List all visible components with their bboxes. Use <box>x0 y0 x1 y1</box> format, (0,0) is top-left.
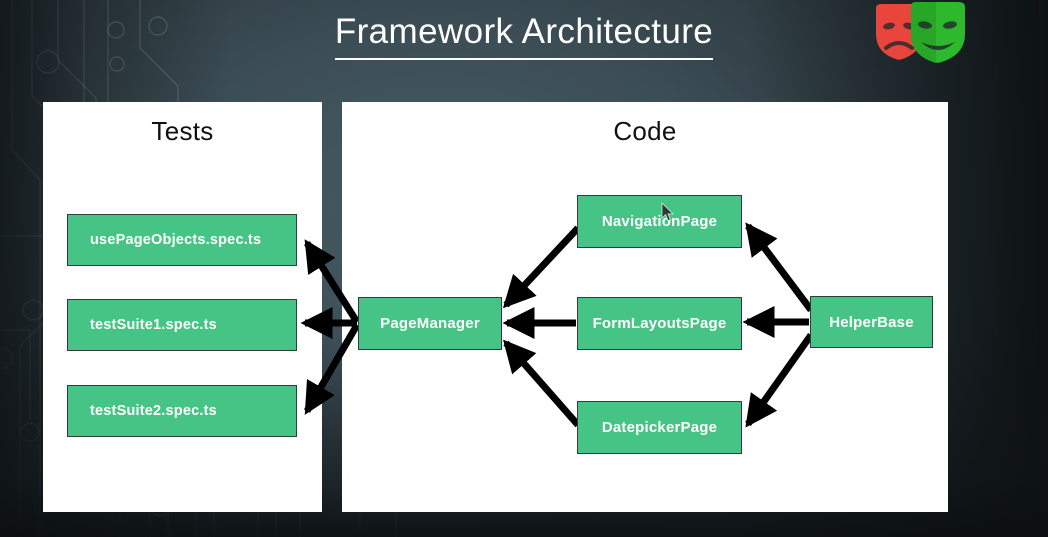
node-pagemanager[interactable]: PageManager <box>358 297 502 350</box>
title-container: Framework Architecture <box>0 10 1048 60</box>
node-navigationpage[interactable]: NavigationPage <box>577 195 742 248</box>
node-helperbase[interactable]: HelperBase <box>810 296 933 348</box>
page-title: Framework Architecture <box>334 10 714 60</box>
node-usepageobjects-spec[interactable]: usePageObjects.spec.ts <box>67 214 297 266</box>
node-testsuite2-spec[interactable]: testSuite2.spec.ts <box>67 385 297 437</box>
playwright-masks-logo-icon <box>876 2 965 63</box>
panel-tests-title: Tests <box>151 116 214 146</box>
panel-code-title: Code <box>613 116 677 146</box>
node-formlayoutspage[interactable]: FormLayoutsPage <box>577 297 742 350</box>
node-datepickerpage[interactable]: DatepickerPage <box>577 401 742 454</box>
node-testsuite1-spec[interactable]: testSuite1.spec.ts <box>67 299 297 351</box>
